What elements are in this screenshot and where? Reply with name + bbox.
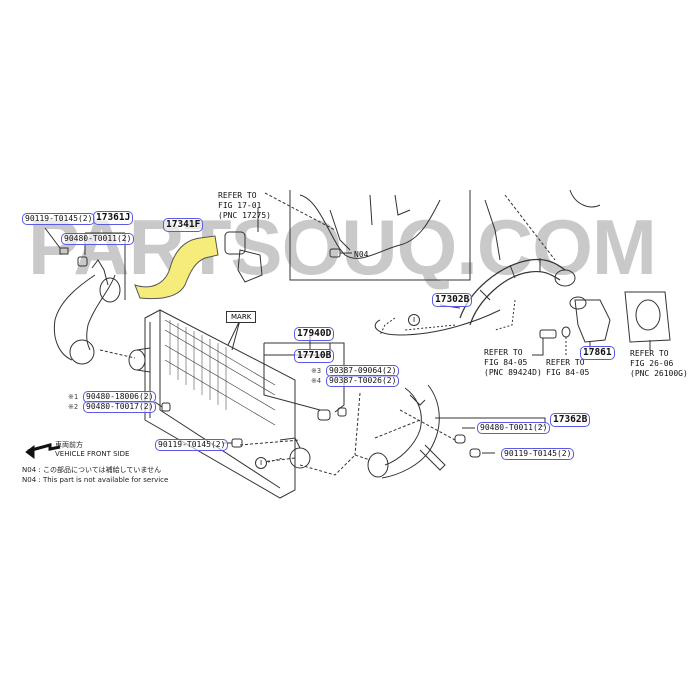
circle-ref-1-left: I [255, 457, 267, 469]
mark-label: MARK [226, 311, 257, 323]
n04-note-jp: N04 : この部品については補給していません [22, 466, 162, 474]
part-label-90480-T0011-top[interactable]: 90480-T0011(2) [61, 233, 135, 245]
part-label-17861[interactable]: 17861 [580, 346, 615, 360]
symbol-4: ※4 [311, 377, 322, 385]
symbol-3: ※3 [311, 367, 322, 375]
aircleaner-box-outline [289, 190, 471, 281]
refer-fig-84-05-b: REFER TO FIG 84-05 [546, 358, 590, 377]
hose-17341F [134, 235, 219, 300]
front-side-en: VEHICLE FRONT SIDE [55, 450, 130, 458]
part-label-90480-T0011-right[interactable]: 90480-T0011(2) [477, 422, 551, 434]
part-label-17302B[interactable]: 17302B [432, 293, 473, 307]
n04-note-en: N04 : This part is not available for ser… [22, 476, 169, 484]
intercooler-body [144, 309, 296, 499]
refer-fig-17-01: REFER TO FIG 17-01 (PNC 17275) [218, 191, 271, 220]
refer-fig-26-06: REFER TO FIG 26-06 (PNC 26100G) [630, 349, 688, 378]
part-label-90387-T0026[interactable]: 90387-T0026(2) [326, 375, 400, 387]
part-label-17361J[interactable]: 17361J [93, 211, 134, 225]
symbol-1: ※1 [68, 393, 79, 401]
part-label-90480-T0017[interactable]: 90480-T0017(2) [83, 401, 157, 413]
part-label-90119-T0145-right[interactable]: 90119-T0145(2) [501, 448, 575, 460]
part-label-17710B[interactable]: 17710B [294, 349, 335, 363]
symbol-2: ※2 [68, 403, 79, 411]
n04-label: N04 [354, 250, 369, 259]
circle-ref-1-right: I [408, 314, 420, 326]
part-label-90119-T0145-mid[interactable]: 90119-T0145(2) [155, 439, 229, 451]
front-side-jp: 車両前方 [55, 441, 83, 449]
refer-fig-84-05-a: REFER TO FIG 84-05 (PNC 89424D) [484, 348, 542, 377]
part-label-17362B[interactable]: 17362B [550, 413, 591, 427]
part-label-90119-T0145-top[interactable]: 90119-T0145(2) [22, 213, 96, 225]
part-label-17341F[interactable]: 17341F [163, 218, 204, 232]
part-label-17940D[interactable]: 17940D [294, 327, 335, 341]
